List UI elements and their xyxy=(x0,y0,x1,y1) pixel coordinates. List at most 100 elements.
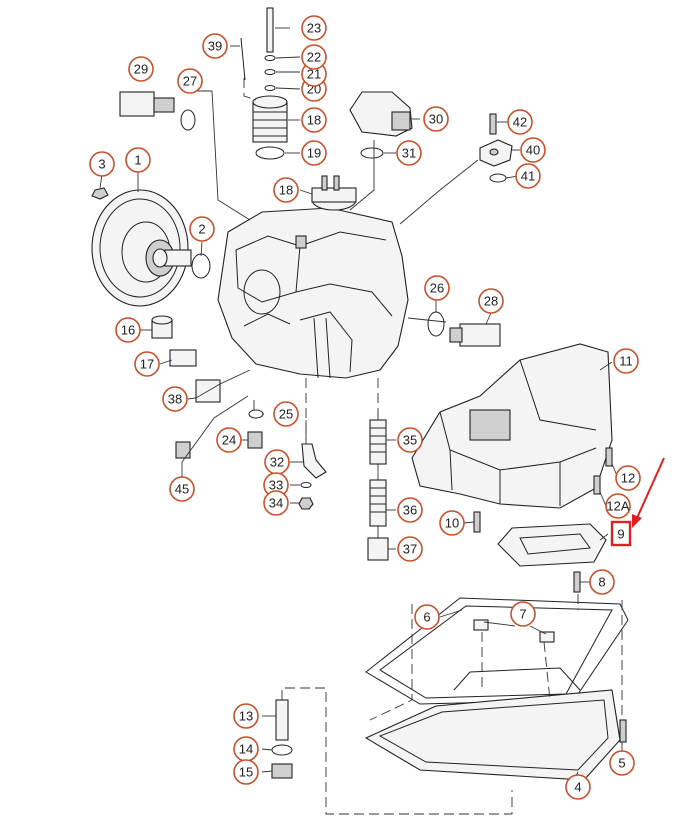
tube-13 xyxy=(275,699,289,741)
seal-27 xyxy=(180,109,196,131)
callout-40: 40 xyxy=(520,137,546,163)
callout-6: 6 xyxy=(414,604,440,630)
callout-label: 25 xyxy=(279,407,293,422)
valve-body xyxy=(411,343,613,509)
callout-11: 11 xyxy=(613,348,639,374)
callout-label: 19 xyxy=(307,146,321,161)
callout-28: 28 xyxy=(478,288,504,314)
callout-38: 38 xyxy=(162,386,188,412)
shaft-28 xyxy=(449,323,501,347)
callout-23: 23 xyxy=(301,15,327,41)
callout-circle xyxy=(613,348,639,374)
callout-label: 9 xyxy=(617,527,624,542)
callout-label: 38 xyxy=(168,392,182,407)
callout-17: 17 xyxy=(134,351,160,377)
callout-circle xyxy=(189,216,215,242)
callout-5: 5 xyxy=(609,750,635,776)
callout-circle xyxy=(397,427,423,453)
callout-circle xyxy=(520,137,546,163)
callout-circle xyxy=(216,427,242,453)
part-18-housing xyxy=(311,175,357,211)
bracket-32 xyxy=(301,443,327,479)
o-ring-31 xyxy=(360,147,384,159)
callout-circle xyxy=(169,476,195,502)
callout-label: 23 xyxy=(307,21,321,36)
callout-label: 31 xyxy=(402,146,416,161)
callout-circle xyxy=(177,68,203,94)
callout-circle xyxy=(439,510,465,536)
callout-label: 41 xyxy=(521,169,535,184)
bolt-10 xyxy=(473,511,481,533)
torque-converter xyxy=(91,189,192,307)
callout-19: 19 xyxy=(301,140,327,166)
callout-label: 26 xyxy=(430,281,444,296)
filter-9 xyxy=(497,523,607,567)
washer-22 xyxy=(264,55,276,61)
washer-33 xyxy=(300,482,312,488)
callout-18: 18 xyxy=(273,177,299,203)
shaft-29 xyxy=(119,91,175,117)
callout-label: 15 xyxy=(239,765,253,780)
callout-39: 39 xyxy=(202,33,228,59)
callout-circle xyxy=(423,106,449,132)
callout-37: 37 xyxy=(397,536,423,562)
callout-label: 21 xyxy=(307,67,321,82)
callout-30: 30 xyxy=(423,106,449,132)
callout-label: 24 xyxy=(222,433,236,448)
part-18-upper xyxy=(252,95,288,143)
callout-34: 34 xyxy=(263,490,289,516)
callout-circle xyxy=(396,140,422,166)
callout-25: 25 xyxy=(273,401,299,427)
callout-circle xyxy=(128,56,154,82)
callout-circle xyxy=(162,386,188,412)
callout-32: 32 xyxy=(264,449,290,475)
callout-label: 17 xyxy=(140,357,154,372)
assembly-paths xyxy=(243,78,623,815)
callout-label: 40 xyxy=(526,143,540,158)
seal-2 xyxy=(191,253,211,279)
callout-circle xyxy=(301,15,327,41)
callout-2: 2 xyxy=(189,216,215,242)
bolt-3 xyxy=(91,187,109,200)
bolt-8 xyxy=(573,571,581,593)
callout-label: 42 xyxy=(513,115,527,130)
washer-21 xyxy=(264,69,276,75)
o-ring-19 xyxy=(255,146,285,160)
callout-label: 14 xyxy=(239,742,253,757)
callout-circle xyxy=(515,163,541,189)
callout-35: 35 xyxy=(397,427,423,453)
callout-circle xyxy=(233,759,259,785)
callout-label: 3 xyxy=(98,157,105,172)
pan-gasket xyxy=(365,597,629,705)
callout-7: 7 xyxy=(510,601,536,627)
callout-label: 5 xyxy=(618,756,625,771)
spring-35 xyxy=(369,419,387,465)
callout-label: 1 xyxy=(134,153,141,168)
callout-circle xyxy=(202,33,228,59)
callout-circle xyxy=(615,465,641,491)
callout-label: 37 xyxy=(403,542,417,557)
callout-label: 18 xyxy=(279,183,293,198)
callout-label: 6 xyxy=(423,610,430,625)
plug-15 xyxy=(271,763,293,779)
callout-3: 3 xyxy=(89,151,115,177)
highlight-arrow xyxy=(632,457,665,528)
callout-circle xyxy=(301,44,327,70)
callout-circle xyxy=(134,351,160,377)
callout-circle xyxy=(414,604,440,630)
callout-15: 15 xyxy=(233,759,259,785)
washer-20 xyxy=(264,85,276,91)
callout-label: 18 xyxy=(307,113,321,128)
bolt-12a xyxy=(593,475,601,495)
callout-12: 12 xyxy=(615,465,641,491)
callout-label: 29 xyxy=(134,62,148,77)
callout-circle xyxy=(424,275,450,301)
callout-circle xyxy=(605,493,631,519)
callout-26: 26 xyxy=(424,275,450,301)
callout-label: 8 xyxy=(598,575,605,590)
plug-16 xyxy=(151,315,173,339)
callout-label: 11 xyxy=(619,354,633,369)
seal-26 xyxy=(427,311,445,337)
callout-13: 13 xyxy=(233,703,259,729)
